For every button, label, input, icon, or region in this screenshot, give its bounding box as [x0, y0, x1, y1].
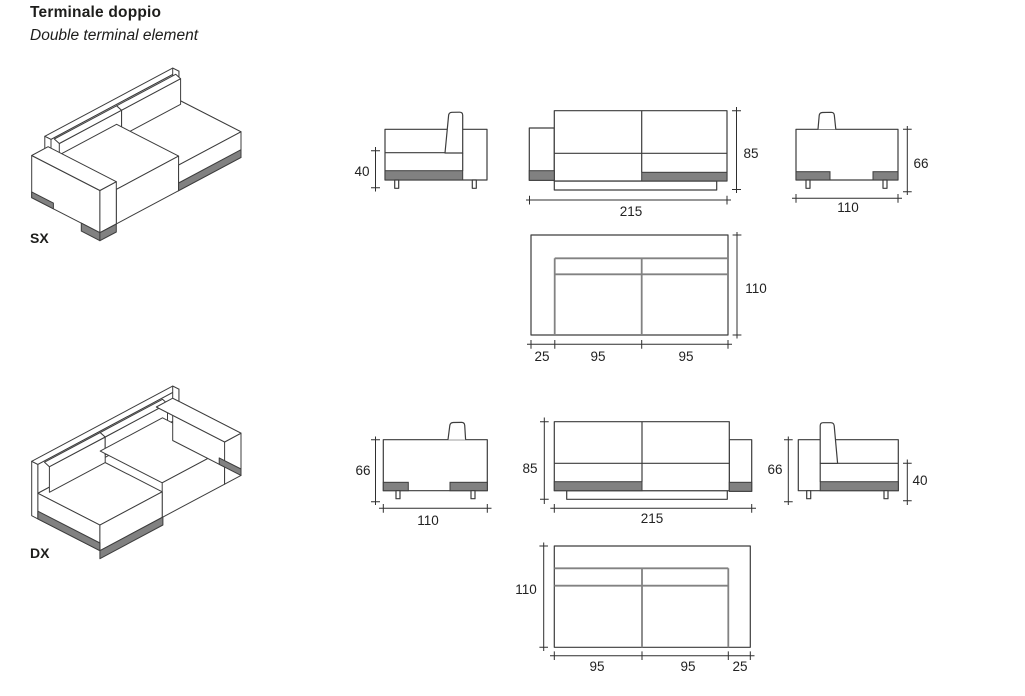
body [795, 128, 899, 181]
backrest [819, 422, 839, 464]
dimension-line [732, 232, 742, 339]
dim-label-arm: 25 [732, 659, 747, 674]
page-title: Terminale doppio [30, 4, 162, 21]
leg [395, 490, 401, 500]
variant-label-dx: DX [30, 545, 50, 561]
dim-label-height: 85 [522, 461, 537, 476]
dimension-line [732, 107, 741, 193]
dimension-line [539, 542, 548, 651]
sx-side-view: 40 [354, 111, 488, 192]
base-platform [566, 490, 728, 500]
dimension-line [792, 194, 902, 203]
base-strip [728, 481, 753, 492]
base-strip [528, 170, 555, 181]
dim-label-depth: 110 [745, 281, 767, 296]
dimension-line [903, 126, 912, 195]
dim-label-seat-height: 40 [354, 164, 369, 179]
leg [805, 179, 811, 189]
leg [394, 179, 400, 189]
dx-sofa-isometric-drawing [31, 385, 242, 560]
base-strip [178, 149, 242, 192]
leg [471, 179, 477, 189]
dim-label-width: 215 [641, 511, 664, 526]
leg [806, 490, 812, 500]
plan-outline [530, 234, 729, 336]
body [553, 110, 728, 182]
dim-label-height: 66 [767, 462, 782, 477]
dim-label-depth: 110 [417, 513, 439, 528]
backrest [444, 111, 464, 154]
dimension-line [371, 436, 380, 505]
base-strip [384, 170, 464, 181]
base-strip [553, 481, 643, 492]
back-cushion-top [116, 73, 182, 111]
base-strip [382, 481, 409, 492]
dim-label-seat-height: 40 [912, 473, 927, 488]
back-panel-right-end [172, 385, 180, 402]
base-strip [37, 510, 101, 552]
base-strip [31, 191, 54, 210]
base-strip [99, 223, 117, 242]
dimension-line [379, 504, 492, 513]
base-strip [99, 516, 164, 560]
dx-side-view: 66 40 [767, 422, 928, 505]
sx-sofa-isometric-drawing [31, 67, 242, 242]
backrest-tab [447, 421, 467, 440]
dim-label-depth: 110 [515, 582, 537, 597]
page-subtitle: Double terminal element [30, 27, 199, 44]
backrest-tab [817, 111, 837, 130]
base-strip [218, 457, 242, 476]
dim-label-height: 66 [355, 463, 370, 478]
leg [883, 490, 889, 500]
base-strip [872, 171, 899, 181]
variant-label-sx: SX [30, 230, 49, 246]
dimension-line [784, 436, 793, 505]
dx-plan-view: 110 95 95 25 [515, 542, 755, 674]
dimension-line [550, 651, 755, 660]
armrest-top [155, 397, 242, 443]
dim-label-arm: 25 [534, 349, 549, 364]
dimension-line [526, 195, 731, 205]
dim-label-seat: 95 [680, 659, 695, 674]
base-platform [553, 180, 718, 191]
dim-label-depth: 110 [837, 200, 859, 215]
base-strip [819, 481, 899, 492]
armrest-top [31, 146, 117, 191]
dim-label-height: 66 [913, 156, 928, 171]
leg [882, 179, 888, 189]
dx-front-view: 85 215 [522, 417, 756, 526]
dim-label-width: 215 [620, 204, 643, 219]
leg [470, 490, 476, 500]
plan-outline [553, 545, 751, 648]
dim-label-seat: 95 [590, 349, 605, 364]
dimension-line [540, 417, 549, 504]
dimension-line [903, 459, 912, 505]
dim-label-seat: 95 [678, 349, 693, 364]
base-strip [795, 171, 831, 181]
dx-end-view: 66 110 [355, 421, 492, 528]
dimension-line [527, 340, 732, 349]
sx-end-view: 66 110 [792, 111, 929, 215]
base-strip [641, 171, 728, 182]
back-cushion-top [99, 398, 168, 438]
dim-label-height: 85 [743, 146, 758, 161]
dim-label-seat: 95 [589, 659, 604, 674]
dimension-line [371, 147, 380, 192]
back-panel-left-end [31, 460, 39, 520]
base-strip [449, 481, 488, 492]
sx-front-view: 85 215 [526, 107, 759, 219]
dimension-line [550, 504, 756, 513]
sx-plan-view: 110 25 95 95 [527, 232, 767, 364]
